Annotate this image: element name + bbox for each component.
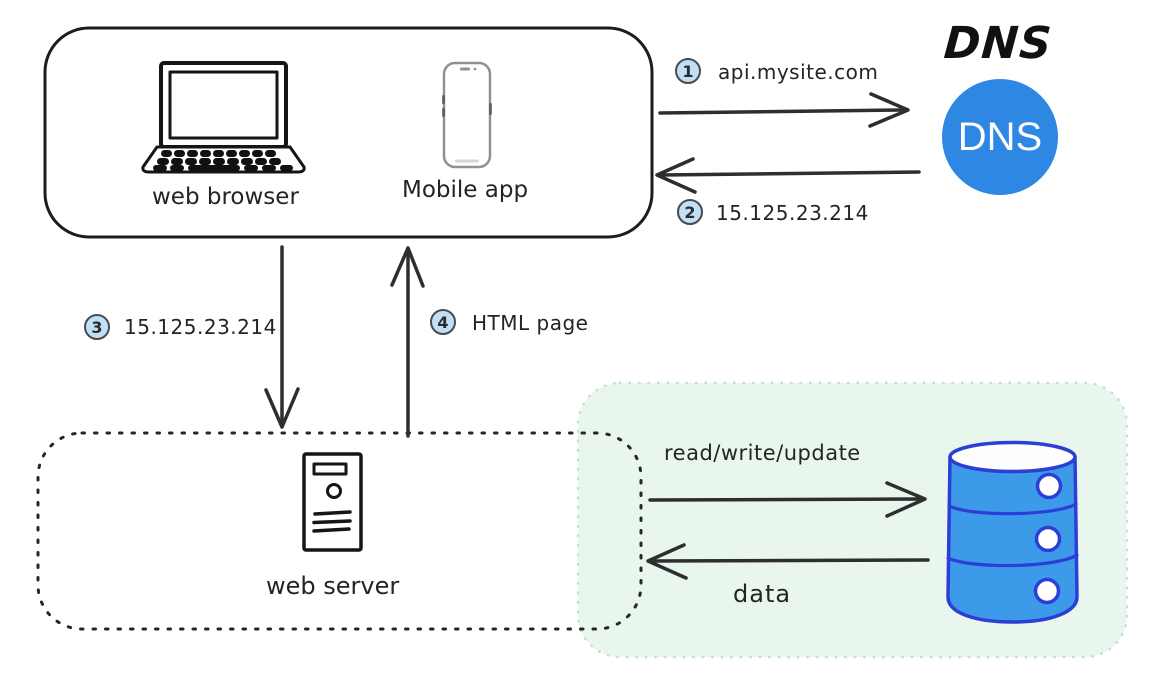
step-number-4: 4: [437, 312, 449, 332]
dns-node-label: DNS: [957, 114, 1043, 159]
laptop-icon: [141, 61, 306, 174]
web-server-label: web server: [266, 572, 400, 600]
dns-title: DNS: [942, 18, 1054, 69]
dns-node: DNS: [942, 79, 1058, 195]
arrow-db-response: [646, 543, 930, 580]
step-label-1: api.mysite.com: [718, 60, 879, 84]
database-icon: [946, 440, 1079, 624]
step-number-3: 3: [91, 317, 103, 337]
arrow-dns-response: [655, 157, 921, 194]
step-label-3: 15.125.23.214: [124, 315, 277, 339]
clients-box: [43, 26, 654, 239]
step-label-2: 15.125.23.214: [716, 201, 869, 225]
arrow-html-page: [390, 246, 425, 438]
arrow-db-request: [648, 481, 927, 518]
arrow-dns-request: [658, 92, 910, 128]
smartphone-icon: [442, 61, 492, 169]
step-badge-1: 1: [675, 58, 701, 84]
mobile-app-label: Mobile app: [402, 177, 529, 203]
db-request-label: read/write/update: [664, 441, 861, 465]
step-badge-4: 4: [430, 309, 456, 335]
db-response-label: data: [733, 580, 792, 608]
step-badge-2: 2: [677, 199, 703, 225]
step-number-1: 1: [682, 61, 694, 81]
web-server-box: [36, 431, 643, 631]
arrow-ip-to-server: [264, 245, 300, 429]
web-browser-label: web browser: [152, 184, 299, 210]
step-label-4: HTML page: [472, 311, 589, 335]
server-tower-icon: [302, 452, 363, 552]
step-badge-3: 3: [84, 314, 110, 340]
step-number-2: 2: [684, 202, 696, 222]
